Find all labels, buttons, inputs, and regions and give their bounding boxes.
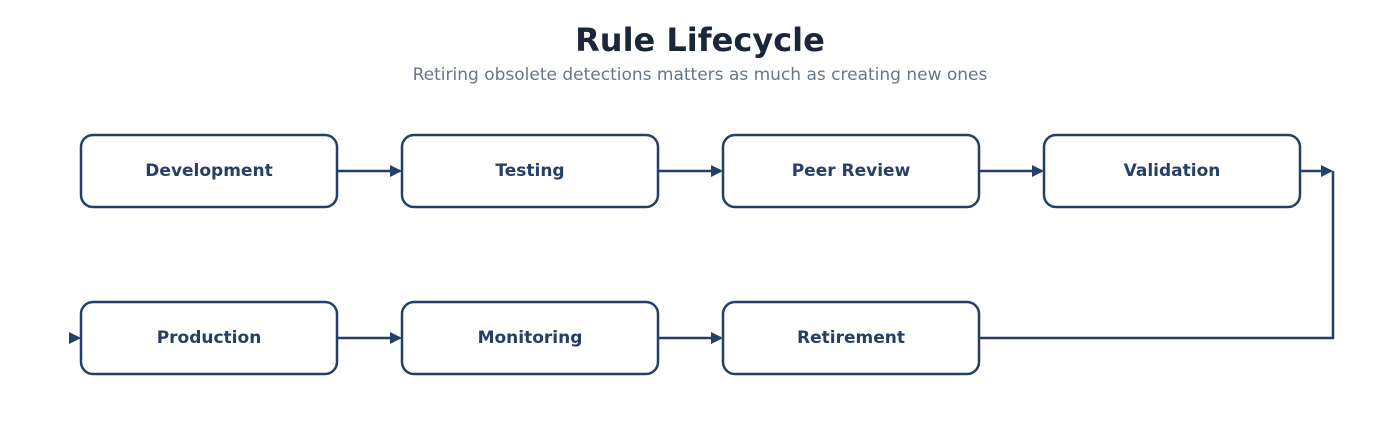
stage-node-development[interactable]: Development — [79, 133, 339, 209]
stage-label-retirement: Retirement — [797, 328, 905, 348]
stage-node-peer-review[interactable]: Peer Review — [721, 133, 981, 209]
stage-node-validation[interactable]: Validation — [1042, 133, 1302, 209]
stage-label-peer-review: Peer Review — [792, 161, 911, 181]
stage-node-retirement[interactable]: Retirement — [721, 300, 981, 376]
stage-label-development: Development — [145, 161, 272, 181]
stage-label-testing: Testing — [495, 161, 564, 181]
stage-node-monitoring[interactable]: Monitoring — [400, 300, 660, 376]
stage-label-monitoring: Monitoring — [478, 328, 583, 348]
edge-return-loop — [980, 171, 1335, 340]
stage-label-validation: Validation — [1124, 161, 1221, 181]
page-subtitle: Retiring obsolete detections matters as … — [412, 65, 988, 85]
connectors — [69, 165, 1335, 344]
stage-node-testing[interactable]: Testing — [400, 133, 660, 209]
stage-label-production: Production — [157, 328, 262, 348]
stage-node-production[interactable]: Production — [79, 300, 339, 376]
page-title: Rule Lifecycle — [575, 21, 825, 59]
